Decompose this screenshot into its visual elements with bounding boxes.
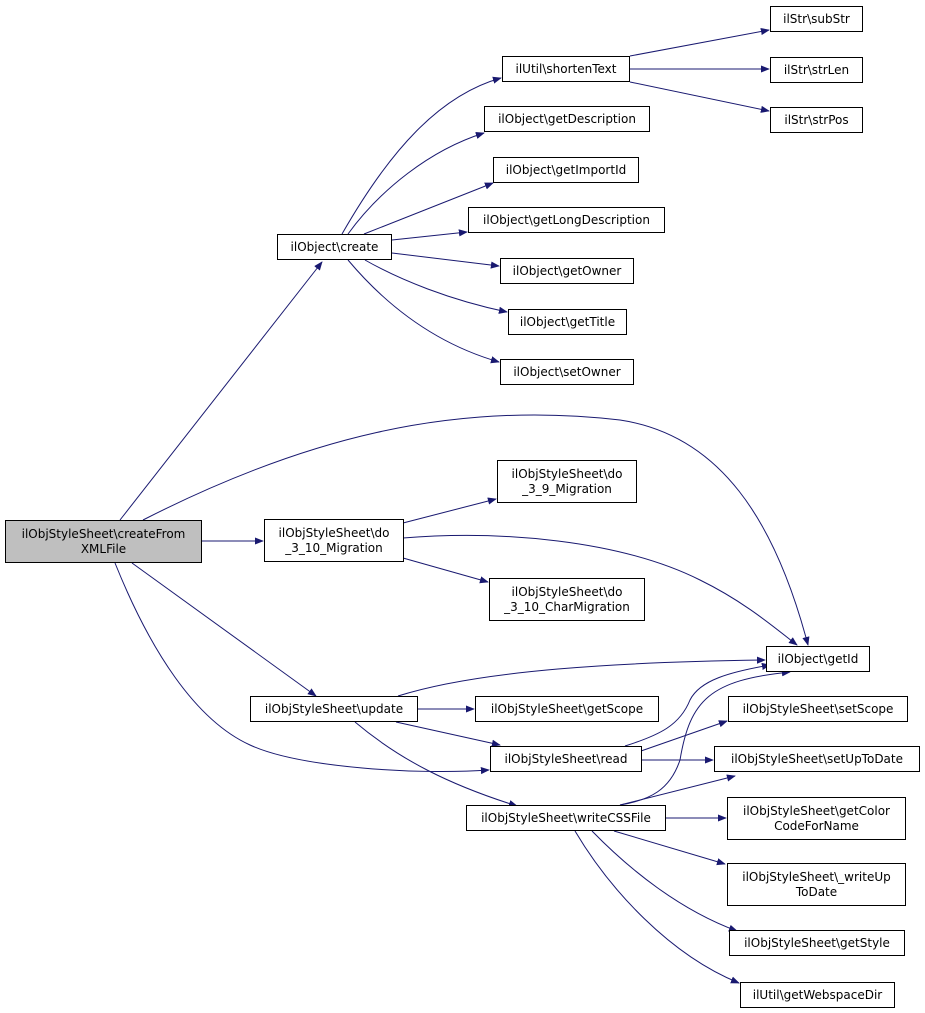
node-label: ilObjStyleSheet\getStyle	[744, 935, 890, 950]
node-getWebspaceDir[interactable]: ilUtil\getWebspaceDir	[740, 982, 895, 1008]
node-label-line2: _3_9_Migration	[522, 481, 612, 496]
edge-update-read	[395, 721, 501, 747]
edge-shortenText-subStr	[629, 27, 770, 57]
node-label: ilObject\getImportId	[505, 162, 627, 177]
edge-mig310-getId	[402, 534, 798, 646]
node-label: ilObjStyleSheet\writeCSSFile	[481, 810, 651, 825]
edge-create-getDescription	[347, 132, 485, 235]
edge-update-getId	[397, 656, 766, 697]
node-read[interactable]: ilObjStyleSheet\read	[490, 746, 642, 772]
node-strPos[interactable]: ilStr\strPos	[770, 107, 863, 133]
node-label: ilObject\getId	[777, 651, 859, 666]
node-writeCSSFile[interactable]: ilObjStyleSheet\writeCSSFile	[466, 805, 666, 831]
edge-mig310-charMig	[402, 557, 489, 584]
node-label-line1: ilObjStyleSheet\createFrom	[21, 526, 186, 541]
node-label: ilObjStyleSheet\getScope	[490, 701, 644, 716]
edge-shortenText-strPos	[629, 81, 770, 113]
edge-writeCSS-setUpToDate	[619, 774, 736, 806]
edge-writeCSS-getStyle	[591, 830, 738, 932]
node-label: ilObjStyleSheet\read	[504, 751, 628, 766]
node-getId[interactable]: ilObject\getId	[766, 646, 870, 672]
edge-create-setOwner	[347, 259, 500, 364]
node-label-line1: ilObjStyleSheet\getColor	[743, 803, 890, 818]
node-label: ilObject\create	[290, 239, 379, 254]
edge-writeCSS-writeUp	[613, 830, 726, 866]
node-label: ilObject\getOwner	[512, 263, 622, 278]
node-label-line1: ilObjStyleSheet\do	[511, 466, 623, 481]
node-label-line2: CodeForName	[774, 818, 859, 833]
node-setOwner[interactable]: ilObject\setOwner	[500, 359, 634, 385]
node-strLen[interactable]: ilStr\strLen	[770, 57, 863, 83]
node-label-line1: ilObjStyleSheet\_writeUp	[742, 869, 891, 884]
edge-create-getTitle	[364, 259, 508, 314]
edge-root-read	[114, 562, 490, 775]
node-label: ilUtil\shortenText	[515, 61, 617, 76]
node-do-3-10-migration[interactable]: ilObjStyleSheet\do_3_10_Migration	[264, 519, 404, 562]
node-label: ilObject\getLongDescription	[483, 212, 650, 227]
edge-read-getId	[624, 662, 771, 747]
node-label: ilObject\getTitle	[519, 314, 616, 329]
node-getLongDescription[interactable]: ilObject\getLongDescription	[468, 207, 665, 233]
node-label: ilObject\setOwner	[513, 364, 621, 379]
node-label: ilStr\strLen	[783, 62, 850, 77]
node-setScope[interactable]: ilObjStyleSheet\setScope	[728, 696, 908, 722]
node-label-line1: ilObjStyleSheet\do	[511, 584, 623, 599]
node-do-3-9-migration[interactable]: ilObjStyleSheet\do_3_9_Migration	[497, 460, 637, 503]
node-label-line2: XMLFile	[80, 541, 127, 556]
edge-update-writeCSS	[354, 721, 518, 808]
node-label: ilStr\strPos	[784, 112, 849, 127]
node-getImportId[interactable]: ilObject\getImportId	[493, 157, 639, 183]
node-label: ilObjStyleSheet\update	[264, 701, 404, 716]
edge-create-getOwner	[391, 252, 500, 269]
node-label: ilObjStyleSheet\setScope	[742, 701, 894, 716]
edge-mig310-mig39	[402, 497, 497, 524]
edge-writeCSS-webspace	[574, 830, 740, 984]
edge-create-shortenText	[341, 76, 502, 235]
node-label-line1: ilObjStyleSheet\do	[278, 525, 390, 540]
node-label-line2: _3_10_Migration	[285, 540, 383, 555]
node-setUpToDate[interactable]: ilObjStyleSheet\setUpToDate	[714, 746, 920, 772]
node-label-line2: ToDate	[795, 884, 838, 899]
node-label: ilObject\getDescription	[498, 111, 636, 126]
edge-root-getId	[142, 414, 810, 646]
node-create[interactable]: ilObject\create	[277, 234, 392, 260]
node-getStyle[interactable]: ilObjStyleSheet\getStyle	[729, 930, 905, 956]
node-getTitle[interactable]: ilObject\getTitle	[508, 309, 627, 335]
node-getOwner[interactable]: ilObject\getOwner	[500, 258, 634, 284]
node-label: ilObjStyleSheet\setUpToDate	[731, 751, 903, 766]
node-label: ilUtil\getWebspaceDir	[752, 987, 883, 1002]
node-getDescription[interactable]: ilObject\getDescription	[484, 106, 650, 132]
node-label-line2: _3_10_CharMigration	[504, 599, 630, 614]
edge-create-getLongDescription	[391, 229, 468, 241]
node-label: ilStr\subStr	[783, 11, 850, 26]
edge-writeCSS-getId	[619, 669, 791, 806]
edge-read-setScope	[640, 720, 728, 752]
node-shortenText[interactable]: ilUtil\shortenText	[502, 56, 630, 82]
edge-root-update	[131, 562, 317, 697]
node-do-3-10-charmigration[interactable]: ilObjStyleSheet\do_3_10_CharMigration	[489, 578, 645, 621]
edge-create-getImportId	[363, 182, 494, 235]
node-getScope[interactable]: ilObjStyleSheet\getScope	[475, 696, 659, 722]
node-update[interactable]: ilObjStyleSheet\update	[250, 696, 418, 722]
edge-root-create	[119, 261, 323, 521]
node-subStr[interactable]: ilStr\subStr	[770, 6, 863, 32]
